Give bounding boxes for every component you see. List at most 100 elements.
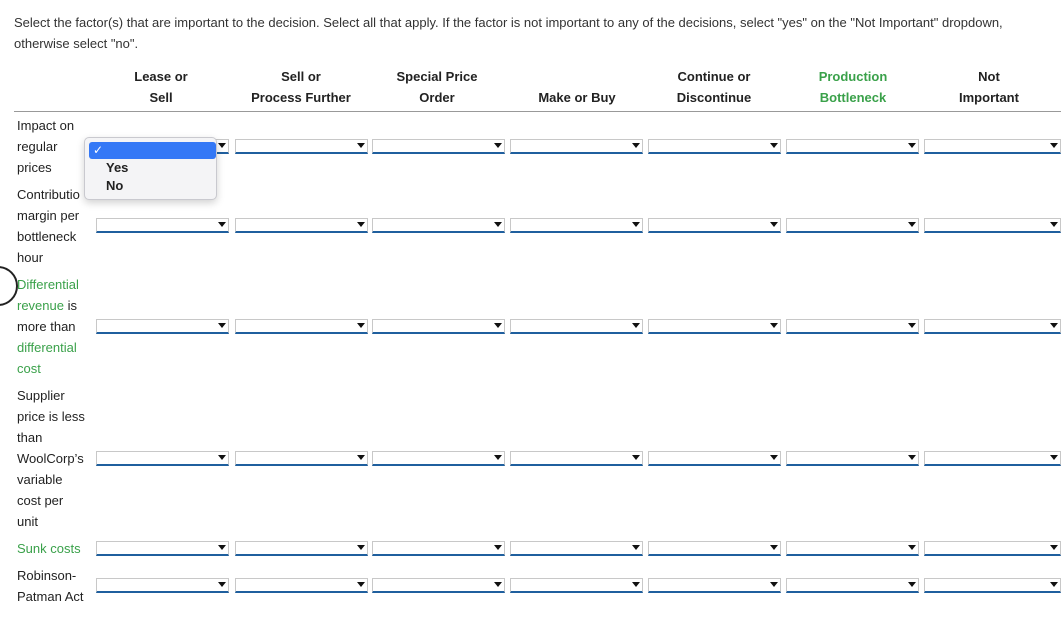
row-label-differential-revenue: Differential revenue is more than differ… <box>17 274 91 379</box>
chevron-down-icon <box>908 222 916 227</box>
select-row5-col0[interactable] <box>96 578 229 593</box>
select-row4-col3[interactable] <box>510 541 643 556</box>
select-row4-col6[interactable] <box>924 541 1061 556</box>
chevron-down-icon <box>908 545 916 550</box>
select-row3-col6[interactable] <box>924 451 1061 466</box>
select-row1-col2[interactable] <box>372 218 505 233</box>
chevron-down-icon <box>908 582 916 587</box>
row-label-robinson-patman: Robinson-Patman Act <box>17 568 84 604</box>
cost-link[interactable]: cost <box>17 361 41 376</box>
select-row2-col0[interactable] <box>96 319 229 334</box>
select-row3-col3[interactable] <box>510 451 643 466</box>
chevron-down-icon <box>494 582 502 587</box>
select-row0-col1[interactable] <box>235 139 368 154</box>
row-label-sunk-costs: Sunk costs <box>17 538 91 559</box>
select-row1-col0[interactable] <box>96 218 229 233</box>
select-row4-col2[interactable] <box>372 541 505 556</box>
chevron-down-icon <box>357 545 365 550</box>
select-row2-col5[interactable] <box>786 319 919 334</box>
dropdown-option-blank[interactable]: ✓ <box>89 142 216 159</box>
chevron-down-icon <box>1050 222 1058 227</box>
dropdown-option-yes[interactable]: Yes <box>106 160 129 175</box>
select-row5-col2[interactable] <box>372 578 505 593</box>
select-row3-col5[interactable] <box>786 451 919 466</box>
select-row0-col2[interactable] <box>372 139 505 154</box>
chevron-down-icon <box>632 143 640 148</box>
select-row5-col5[interactable] <box>786 578 919 593</box>
select-row5-col1[interactable] <box>235 578 368 593</box>
select-row2-col1[interactable] <box>235 319 368 334</box>
chevron-down-icon <box>494 455 502 460</box>
chevron-down-icon <box>632 545 640 550</box>
select-row5-col6[interactable] <box>924 578 1061 593</box>
open-dropdown-menu: ✓ Yes No <box>84 137 217 200</box>
chevron-down-icon <box>218 545 226 550</box>
differential-cost-link[interactable]: differential <box>17 340 77 355</box>
chevron-down-icon <box>770 455 778 460</box>
chevron-down-icon <box>632 455 640 460</box>
select-row1-col6[interactable] <box>924 218 1061 233</box>
revenue-link[interactable]: revenue <box>17 298 64 313</box>
select-row5-col4[interactable] <box>648 578 781 593</box>
select-row0-col3[interactable] <box>510 139 643 154</box>
cursor-circle-icon <box>0 266 18 306</box>
chevron-down-icon <box>770 545 778 550</box>
select-row2-col6[interactable] <box>924 319 1061 334</box>
chevron-down-icon <box>632 222 640 227</box>
select-row4-col4[interactable] <box>648 541 781 556</box>
select-row1-col1[interactable] <box>235 218 368 233</box>
select-row1-col5[interactable] <box>786 218 919 233</box>
select-row3-col1[interactable] <box>235 451 368 466</box>
chevron-down-icon <box>908 455 916 460</box>
chevron-down-icon <box>494 222 502 227</box>
chevron-down-icon <box>218 222 226 227</box>
checkmark-icon: ✓ <box>93 143 104 157</box>
col-header-make-or-buy: Make or Buy <box>538 90 616 105</box>
select-row0-col4[interactable] <box>648 139 781 154</box>
select-row4-col1[interactable] <box>235 541 368 556</box>
select-row3-col4[interactable] <box>648 451 781 466</box>
select-row1-col3[interactable] <box>510 218 643 233</box>
chevron-down-icon <box>632 323 640 328</box>
chevron-down-icon <box>770 323 778 328</box>
differential-revenue-link[interactable]: Differential <box>17 277 79 292</box>
select-row0-col5[interactable] <box>786 139 919 154</box>
select-row0-col6[interactable] <box>924 139 1061 154</box>
chevron-down-icon <box>494 323 502 328</box>
chevron-down-icon <box>357 455 365 460</box>
dropdown-option-no[interactable]: No <box>106 178 124 193</box>
select-row2-col4[interactable] <box>648 319 781 334</box>
chevron-down-icon <box>494 545 502 550</box>
select-row2-col3[interactable] <box>510 319 643 334</box>
chevron-down-icon <box>1050 582 1058 587</box>
chevron-down-icon <box>1050 143 1058 148</box>
chevron-down-icon <box>218 455 226 460</box>
header-divider <box>14 111 1061 112</box>
select-row4-col0[interactable] <box>96 541 229 556</box>
select-row3-col2[interactable] <box>372 451 505 466</box>
chevron-down-icon <box>908 323 916 328</box>
chevron-down-icon <box>357 582 365 587</box>
chevron-down-icon <box>357 222 365 227</box>
chevron-down-icon <box>1050 545 1058 550</box>
chevron-down-icon <box>494 143 502 148</box>
select-row2-col2[interactable] <box>372 319 505 334</box>
select-row1-col4[interactable] <box>648 218 781 233</box>
select-row5-col3[interactable] <box>510 578 643 593</box>
select-row3-col0[interactable] <box>96 451 229 466</box>
sunk-costs-link[interactable]: Sunk costs <box>17 541 81 556</box>
chevron-down-icon <box>770 222 778 227</box>
chevron-down-icon <box>770 582 778 587</box>
chevron-down-icon <box>357 323 365 328</box>
select-row4-col5[interactable] <box>786 541 919 556</box>
chevron-down-icon <box>1050 323 1058 328</box>
